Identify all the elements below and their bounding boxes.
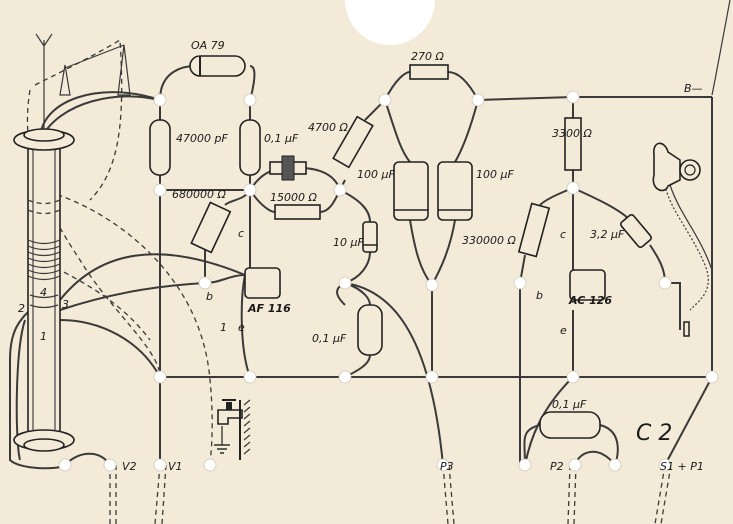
t1-c-label: c: [238, 227, 244, 240]
plug-icon: [683, 321, 690, 337]
aerial-mast-icon: [59, 44, 131, 96]
board-id: C 2: [636, 421, 672, 446]
coil-1-label: 1: [40, 330, 47, 343]
t2-e-label: e: [560, 324, 567, 337]
c-01-mid-label: 0,1 µF: [312, 332, 347, 345]
water-tap-earth-icon: [214, 399, 251, 460]
r-15000-label: 15000 Ω: [270, 191, 317, 204]
resistor-4700: 4700 Ω: [308, 115, 374, 169]
t1-e-label: e: [238, 321, 245, 334]
transistor-ac126: AC 126 c b e: [536, 228, 612, 337]
t2-label: AC 126: [568, 294, 612, 307]
c-01-top-label: 0,1 µF: [264, 132, 299, 145]
r-680000-label: 680000 Ω: [172, 188, 226, 201]
b-minus-label: B—: [684, 82, 703, 95]
r-270-label: 270 Ω: [411, 50, 444, 63]
resistor-270: 270 Ω: [409, 50, 449, 80]
r-4700-label: 4700 Ω: [308, 121, 348, 134]
terminal-holes: [58, 90, 719, 472]
capacitor-10uf: 10 µF: [333, 221, 378, 253]
p2-label: P2: [550, 460, 564, 473]
r-3300-label: 3300 Ω: [552, 127, 592, 140]
transistor-af116: AF 116 c b e 1: [206, 227, 291, 334]
c-32-label: 3,2 µF: [590, 228, 625, 241]
t1-label: AF 116: [247, 302, 291, 315]
c-100-left-label: 100 µF: [357, 168, 395, 181]
resistor-3300: 3300 Ω: [552, 117, 592, 171]
earphone-icon: [652, 142, 701, 192]
c-10-label: 10 µF: [333, 236, 364, 249]
coil-2-label: 2: [18, 302, 25, 315]
coil-windings: [27, 199, 61, 309]
diode-oa79: OA 79: [189, 39, 246, 77]
t1-b-label: b: [206, 290, 213, 303]
diode-label: OA 79: [191, 39, 225, 52]
wiring: [9, 38, 713, 524]
c-01-bottom-label: 0,1 µF: [552, 398, 587, 411]
coil-4-label: 4: [40, 286, 47, 299]
crystal-component: [269, 155, 307, 181]
resistor-680000: 680000 Ω: [172, 188, 232, 254]
t2-c-label: c: [560, 228, 566, 241]
top-notch: [345, 0, 435, 45]
antenna-icon: [35, 33, 53, 130]
capacitor-01uf-mid: 0,1 µF: [312, 304, 383, 356]
c-100-right-label: 100 µF: [476, 168, 514, 181]
capacitor-100uf-right: 100 µF: [437, 161, 514, 221]
capacitor-01uf-top: 0,1 µF: [239, 119, 299, 176]
c-47000-label: 47000 pF: [176, 132, 228, 145]
capacitor-100uf-left: 100 µF: [357, 161, 429, 221]
ferrite-rod-coil: 2 3 4 1: [13, 128, 75, 452]
v1-label: V1: [168, 460, 183, 473]
right-edge: [711, 0, 731, 96]
resistor-330000: 330000 Ω: [462, 202, 551, 258]
t1-1-label: 1: [220, 321, 227, 334]
capacitor-47000pf: 47000 pF: [149, 119, 228, 176]
resistor-15000: 15000 Ω: [270, 191, 321, 220]
t2-b-label: b: [536, 289, 543, 302]
capacitor-01uf-bottom: 0,1 µF: [539, 398, 601, 439]
p3-label: P3: [440, 460, 454, 473]
r-330000-label: 330000 Ω: [462, 234, 516, 247]
coil-3-label: 3: [62, 298, 69, 311]
capacitor-32uf: 3,2 µF: [590, 214, 652, 248]
v2-label: V2: [122, 460, 137, 473]
s1p1-label: S1 + P1: [660, 460, 704, 473]
